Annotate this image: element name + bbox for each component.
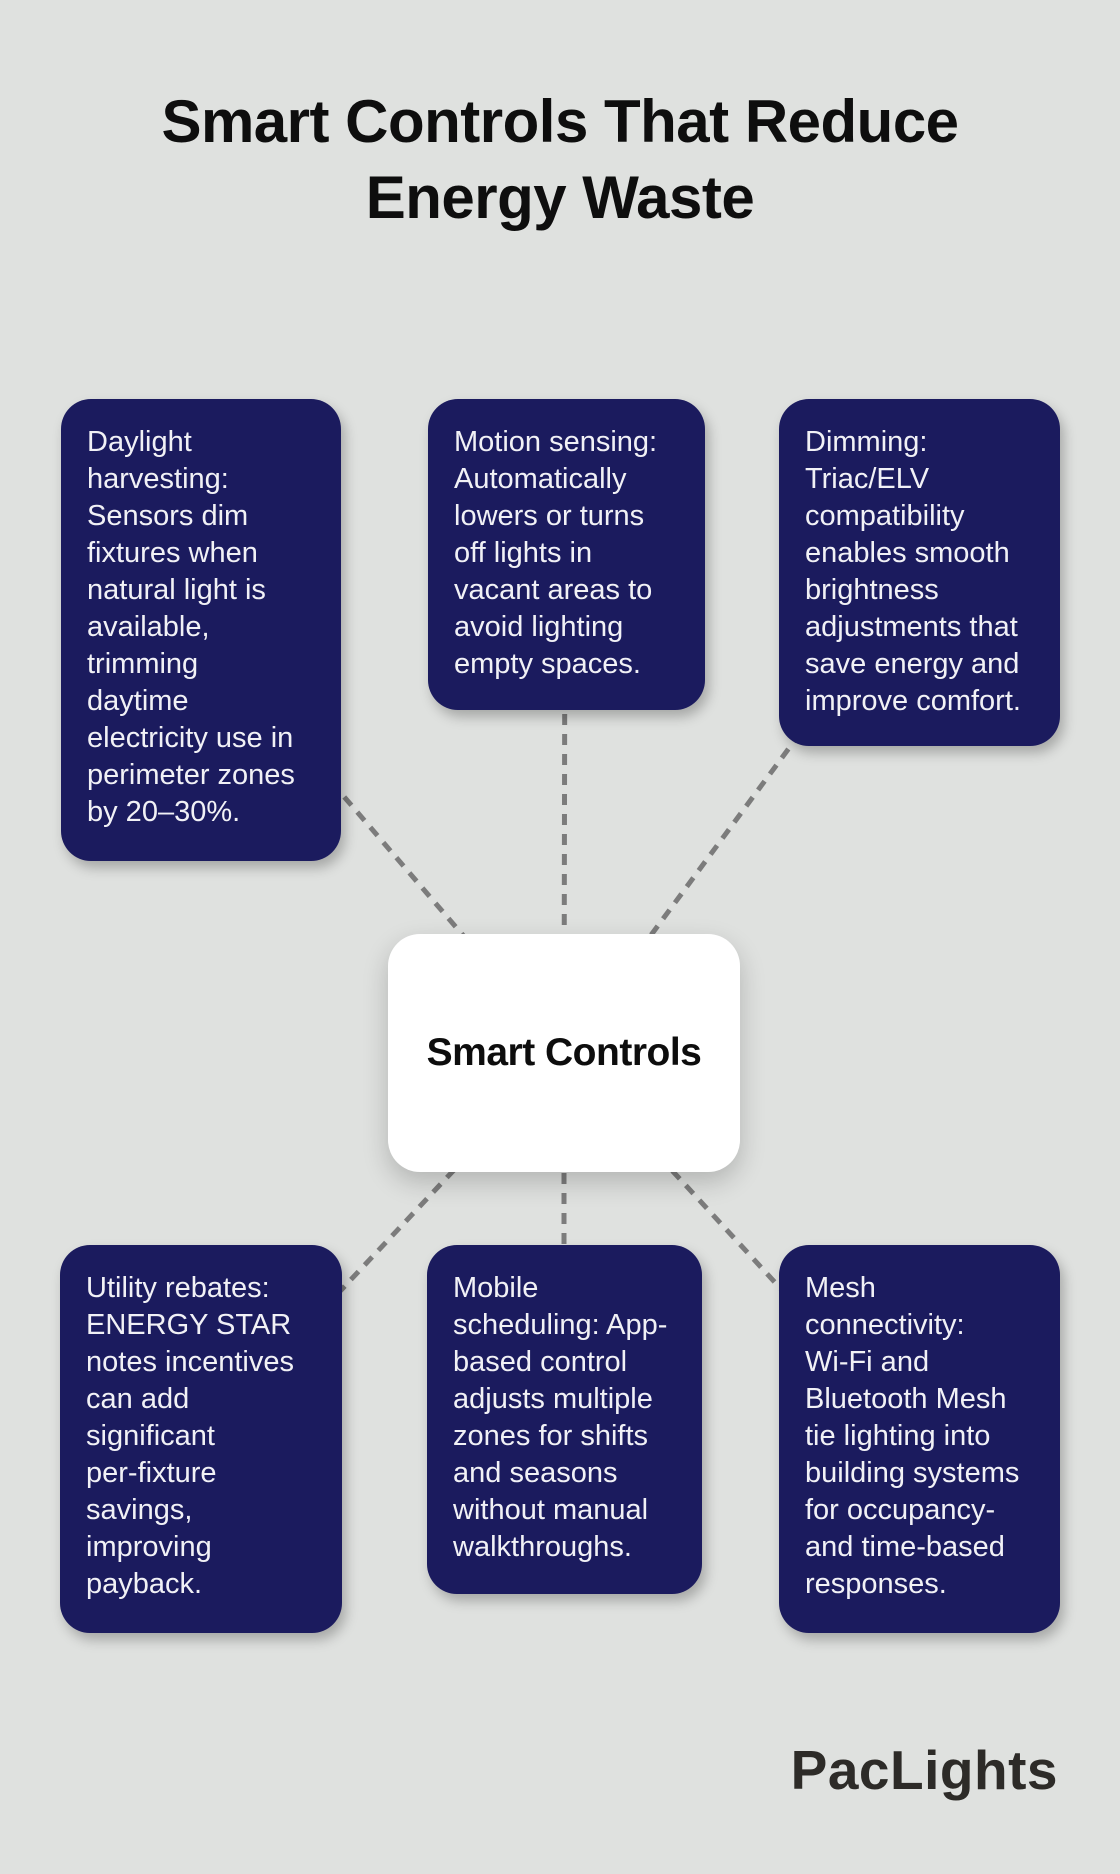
center-node-label: Smart Controls [426, 1031, 702, 1074]
node-card-utility-rebates: Utility rebates: ENERGY STAR notes incen… [60, 1245, 342, 1633]
node-text: Utility rebates: ENERGY STAR notes incen… [86, 1272, 294, 1600]
center-node-smart-controls: Smart Controls [388, 934, 740, 1172]
node-card-mobile-scheduling: Mobile scheduling: App- based control ad… [427, 1245, 702, 1594]
node-text: Mobile scheduling: App- based control ad… [453, 1272, 668, 1563]
node-text: Daylight harvesting: Sensors dim fixture… [87, 426, 295, 828]
node-text: Mesh connectivity: Wi-Fi and Bluetooth M… [805, 1272, 1020, 1600]
node-card-daylight-harvesting: Daylight harvesting: Sensors dim fixture… [61, 399, 341, 861]
node-text: Motion sensing: Automatically lowers or … [454, 426, 658, 680]
node-text: Dimming: Triac/ELV compatibility enables… [805, 426, 1021, 717]
page-title: Smart Controls That Reduce Energy Waste [161, 88, 959, 232]
node-card-mesh-connectivity: Mesh connectivity: Wi-Fi and Bluetooth M… [779, 1245, 1060, 1633]
node-card-dimming: Dimming: Triac/ELV compatibility enables… [779, 399, 1060, 746]
node-card-motion-sensing: Motion sensing: Automatically lowers or … [428, 399, 705, 710]
paclights-logo: PacLights [790, 1739, 1058, 1801]
